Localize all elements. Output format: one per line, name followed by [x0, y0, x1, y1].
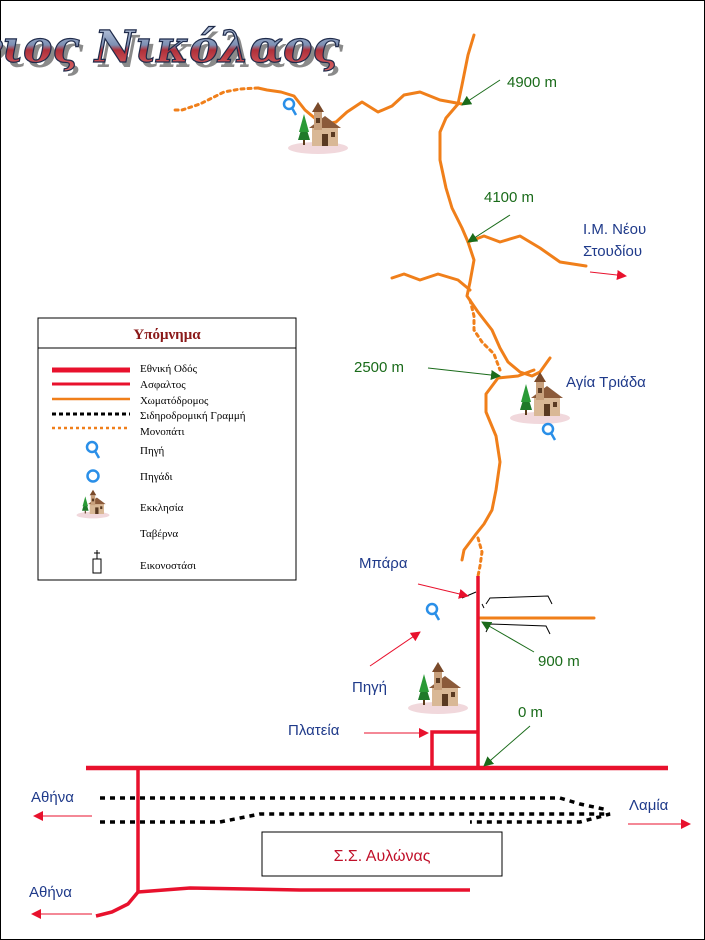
legend-title: Υπόμνημα [133, 327, 201, 343]
legend-item-label: Χωματόδρομος [140, 395, 209, 407]
label-agia-triada: Αγία Τριάδα [566, 374, 646, 391]
arrow-900 [481, 621, 535, 653]
direction-arrows [31, 270, 691, 919]
legend-item-label: Ταβέρνα [140, 528, 178, 540]
label-2500: 2500 m [354, 359, 404, 376]
asphalt-southern-road [137, 886, 470, 894]
spring-icon [282, 97, 298, 117]
label-plateia: Πλατεία [288, 722, 340, 739]
legend: Υπόμνημα Εθνική Οδός Ασφαλτος Χωματόδρομ… [37, 317, 297, 581]
railway-south [100, 812, 611, 824]
footpath-middle [468, 298, 502, 372]
dirt-road-west-branch [256, 86, 464, 127]
label-athina-top: Αθήνα [31, 789, 74, 806]
arrow-0 [483, 725, 531, 767]
asphalt-plateia-loop [430, 730, 478, 768]
bridge-marks [461, 591, 553, 635]
svg-text:Άγιος Νικόλαος: Άγιος Νικόλαος [0, 27, 344, 78]
dirt-road-monastery [466, 234, 588, 268]
legend-item-label: Εικονοστάσι [140, 560, 196, 572]
spring-icon [425, 602, 441, 622]
railway-lines [100, 796, 611, 824]
map-title: Άγιος Νικόλαος Άγιος Νικόλαος [0, 21, 344, 78]
label-mpara: Μπάρα [359, 555, 408, 572]
arrow-pigi [369, 631, 421, 667]
svg-text:Άγιος Νικόλαος: Άγιος Νικόλαος [0, 22, 340, 73]
legend-item-label: Μονοπάτι [140, 426, 184, 438]
asphalt-southwest [95, 890, 140, 918]
legend-item-label: Εθνική Οδός [140, 363, 198, 375]
legend-item-label: Σιδηροδρομική Γραμμή [140, 410, 246, 422]
legend-item-label: Πηγή [140, 445, 165, 457]
arrow-mpara [417, 583, 469, 599]
arrow-2500 [427, 367, 501, 380]
legend-item-label: Εκκλησία [140, 502, 184, 514]
label-monastery-line2: Στουδίου [583, 243, 642, 260]
dirt-road-main [438, 33, 552, 378]
dirt-road-north-branch [390, 272, 472, 292]
legend-item-label: Πηγάδι [140, 471, 173, 483]
label-0: 0 m [518, 704, 543, 721]
label-900: 900 m [538, 653, 580, 670]
label-4100: 4100 m [484, 189, 534, 206]
label-athina-bottom: Αθήνα [29, 884, 72, 901]
label-4900: 4900 m [507, 74, 557, 91]
well-icon [86, 469, 100, 483]
label-pigi: Πηγή [352, 679, 387, 696]
church-icon [408, 662, 468, 714]
church-icon [288, 102, 348, 154]
railway-station-box [261, 831, 503, 877]
footpath-mpara [476, 536, 484, 578]
arrow-4900 [461, 79, 501, 106]
altitude-markers [427, 79, 535, 767]
shrine-icon [92, 550, 102, 574]
arrow-4100 [467, 214, 511, 243]
footpaths [173, 86, 502, 578]
label-lamia: Λαμία [629, 797, 669, 814]
railway-north [100, 796, 609, 812]
asphalt-roads [95, 576, 480, 918]
railway-station-label: Σ.Σ. Αυλώνας [334, 848, 431, 865]
label-monastery-line1: Ι.Μ. Νέου [583, 221, 646, 238]
church-icon [510, 372, 570, 424]
legend-box [37, 317, 297, 581]
legend-item-label: Ασφαλτος [140, 379, 186, 391]
dirt-roads [256, 33, 596, 620]
spring-icon [541, 422, 557, 442]
footpath-northwest [173, 86, 260, 112]
arrow-monastery [589, 270, 627, 280]
